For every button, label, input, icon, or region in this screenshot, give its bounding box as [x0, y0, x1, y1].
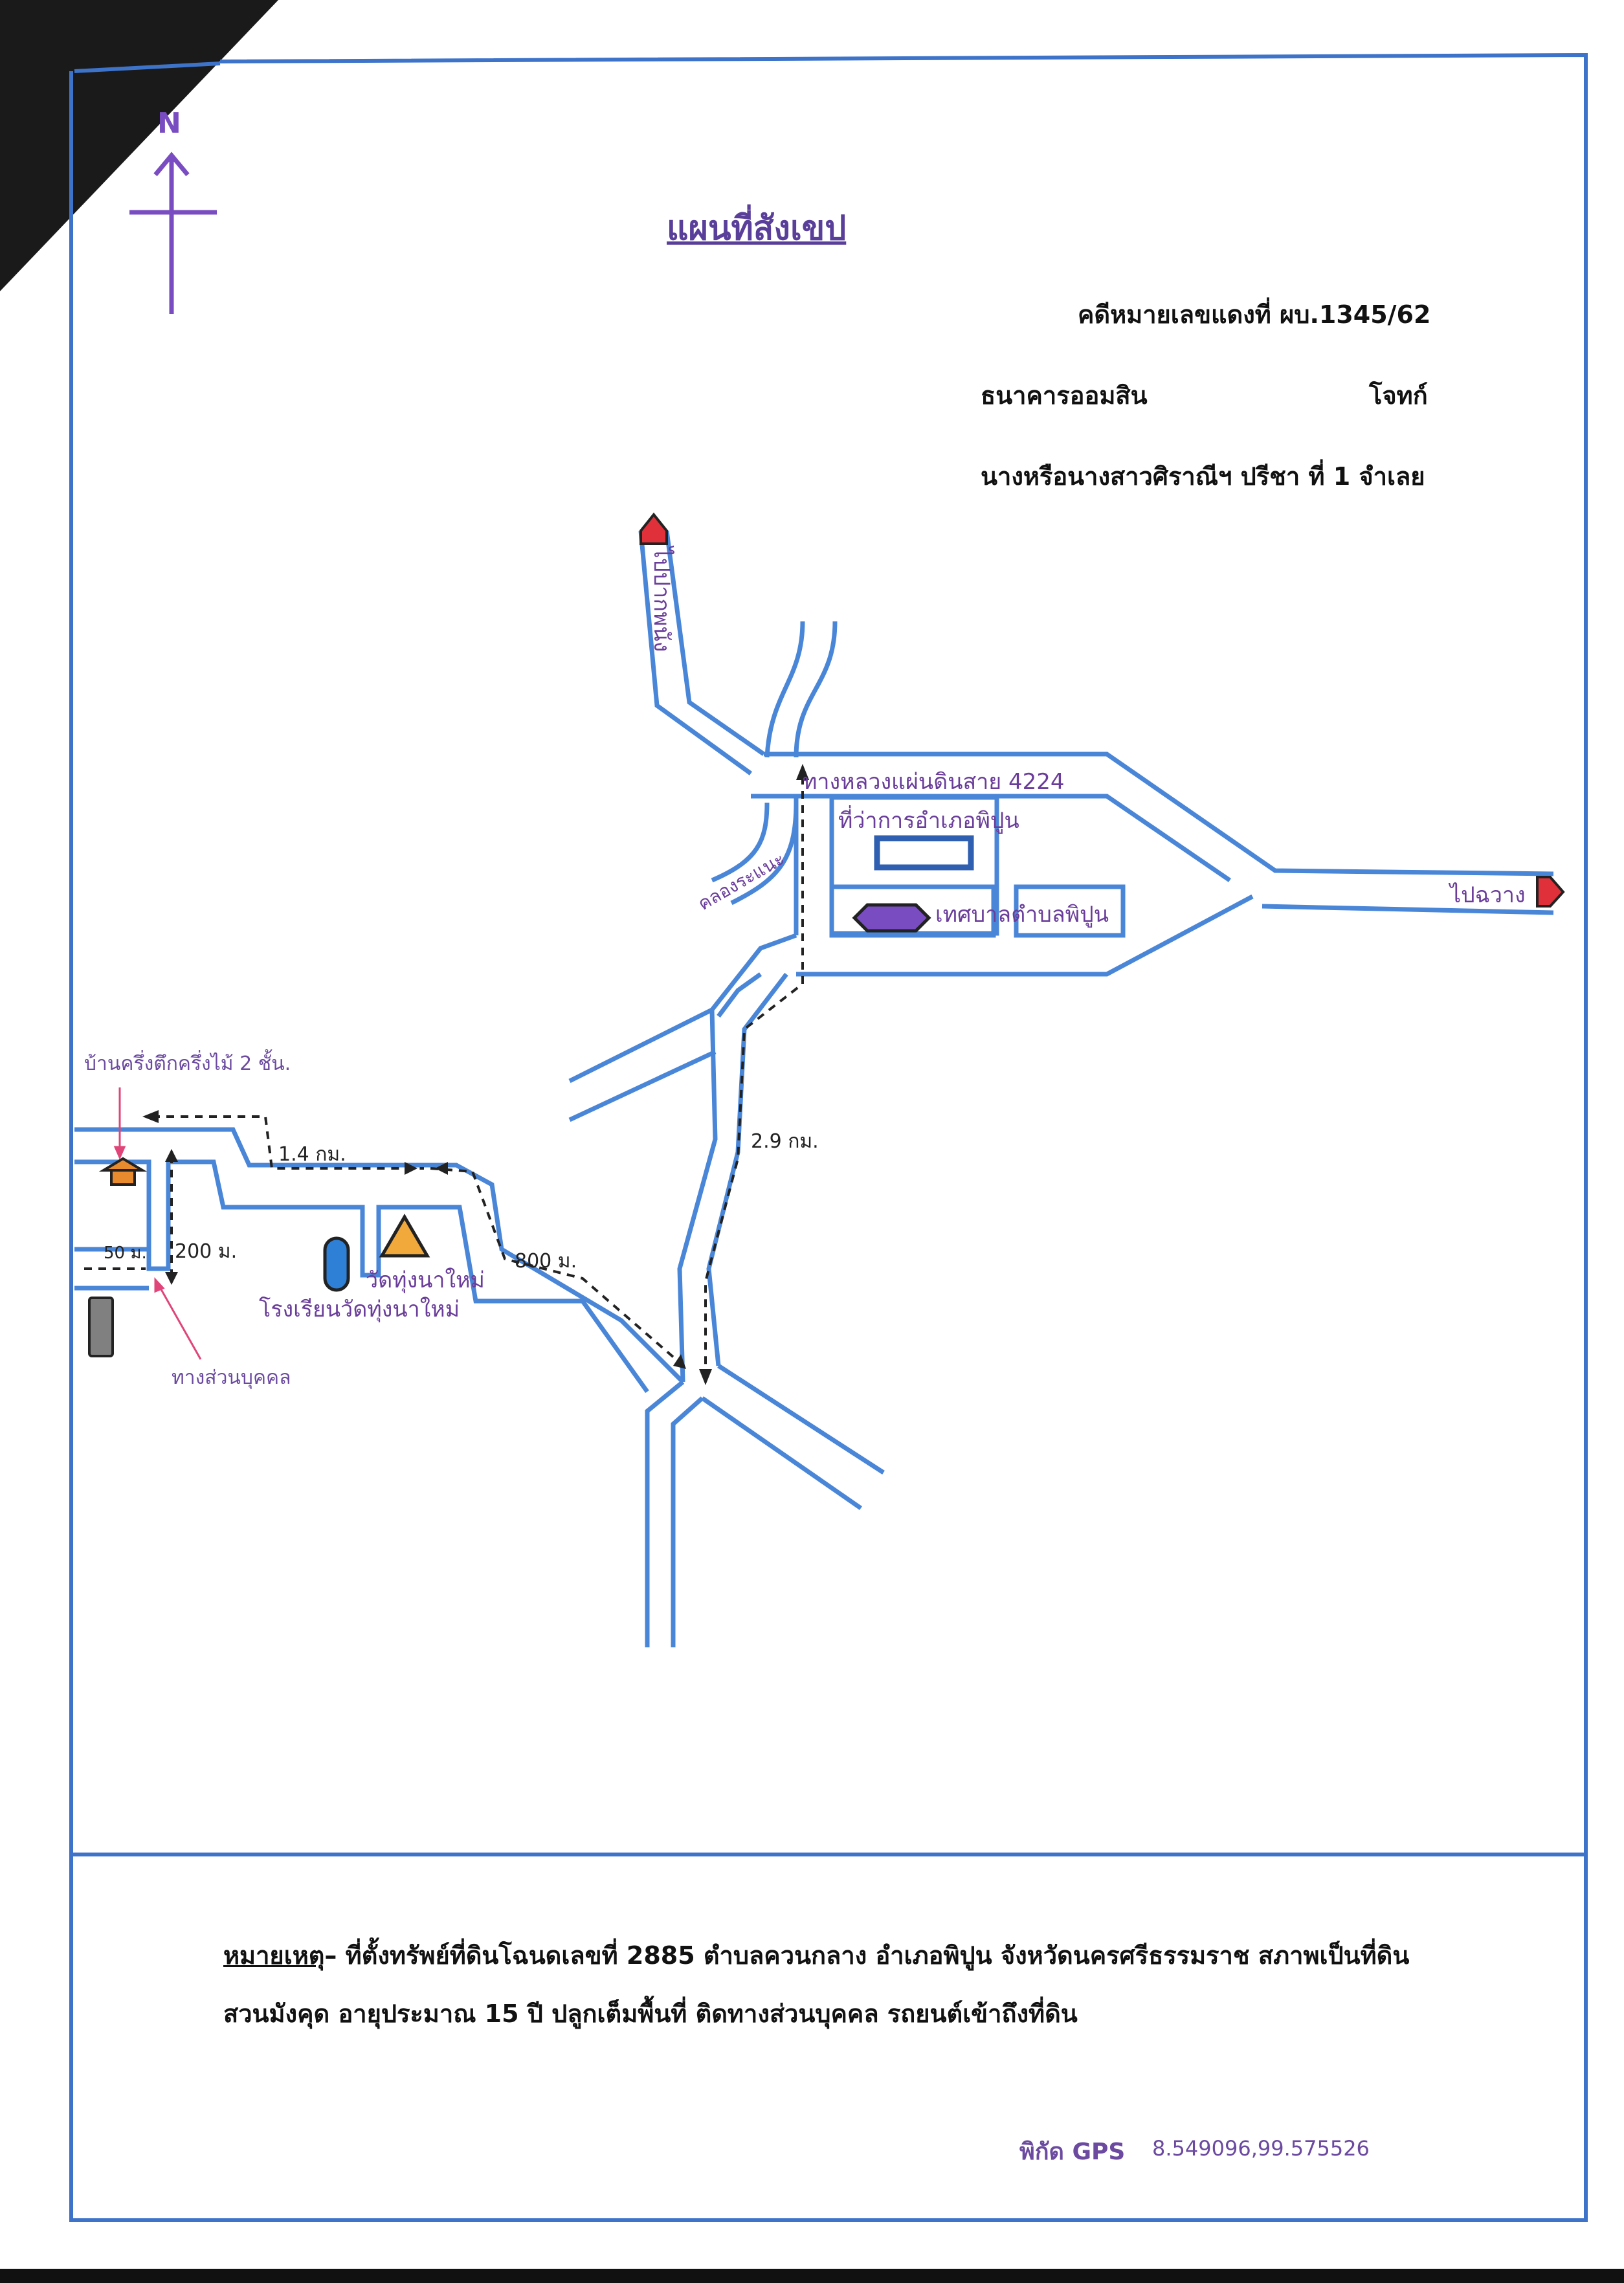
route-dashed [84, 777, 804, 1375]
label-district-office: ที่ว่าการอำเภอพิปูน [838, 808, 1019, 834]
route-arrowheads [142, 764, 809, 1385]
roads [74, 530, 1554, 1647]
label-private-road: ทางส่วนบุคคล [172, 1366, 291, 1389]
school-icon [323, 1236, 350, 1292]
label-temple: วัดทุ่งนาใหม่ [366, 1267, 485, 1293]
remark-text-1: – ที่ตั้งทรัพย์ที่ดินโฉนดเลขที่ 2885 ตำบ… [324, 1941, 1410, 1970]
north-arrow-icon [129, 151, 217, 314]
north-label: N [157, 107, 181, 140]
district-office-building-icon [874, 835, 974, 871]
municipality-building-icon [852, 903, 931, 933]
label-to-pakphanang: ไปปากพนัง [649, 547, 674, 652]
label-highway: ทางหลวงแผ่นดินสาย 4224 [803, 769, 1065, 795]
highway-4224 [764, 752, 1554, 876]
canal-line [764, 621, 805, 758]
case-number: คดีหมายเลขแดงที่ ผบ.1345/62 [1078, 300, 1431, 329]
arrow-pakphanang-icon [640, 512, 668, 545]
dist-200m: 200 ม. [175, 1240, 238, 1263]
scan-corner [0, 0, 278, 291]
scan-bottom-edge [0, 2269, 1624, 2283]
road-pakphanang [638, 530, 753, 775]
label-pointers [113, 1087, 202, 1360]
remark-line-2: สวนมังคุด อายุประมาณ 15 ปี ปลูกเต็มพื้นท… [223, 1999, 1078, 2028]
dist-2-9km: 2.9 กม. [751, 1130, 819, 1153]
dist-50m: 50 ม. [104, 1243, 147, 1263]
dist-1-4km: 1.4 กม. [278, 1143, 346, 1166]
remark-line-1: หมายเหตุ– ที่ตั้งทรัพย์ที่ดินโฉนดเลขที่ … [223, 1935, 1409, 1975]
label-municipality: เทศบาลตำบลพิปูน [935, 902, 1109, 928]
label-house: บ้านครึ่งตึกครึ่งไม้ 2 ชั้น. [84, 1052, 291, 1075]
land-plot-icon [88, 1297, 114, 1357]
gps-label: พิกัด GPS [1019, 2139, 1126, 2165]
defendant: นางหรือนางสาวศิราณีฯ ปรีชา ที่ 1 จำเลย [981, 462, 1425, 491]
dist-800m: 800 ม. [515, 1250, 577, 1273]
label-to-chawang: ไปฉวาง [1450, 882, 1526, 908]
temple-icon [379, 1214, 430, 1258]
page-title: แผนที่สังเขป [667, 209, 847, 248]
outer-frame [69, 52, 1588, 2222]
label-school: โรงเรียนวัดทุ่งนาใหม่ [259, 1297, 460, 1322]
gps-value: 8.549096,99.575526 [1152, 2136, 1370, 2161]
arrow-chawang-icon [1536, 876, 1565, 908]
plaintiff-name: ธนาคารออมสิน [981, 381, 1148, 410]
house-icon [98, 1157, 148, 1186]
plaintiff-role: โจทก์ [1369, 381, 1428, 410]
remark-label: หมายเหตุ [223, 1941, 325, 1970]
